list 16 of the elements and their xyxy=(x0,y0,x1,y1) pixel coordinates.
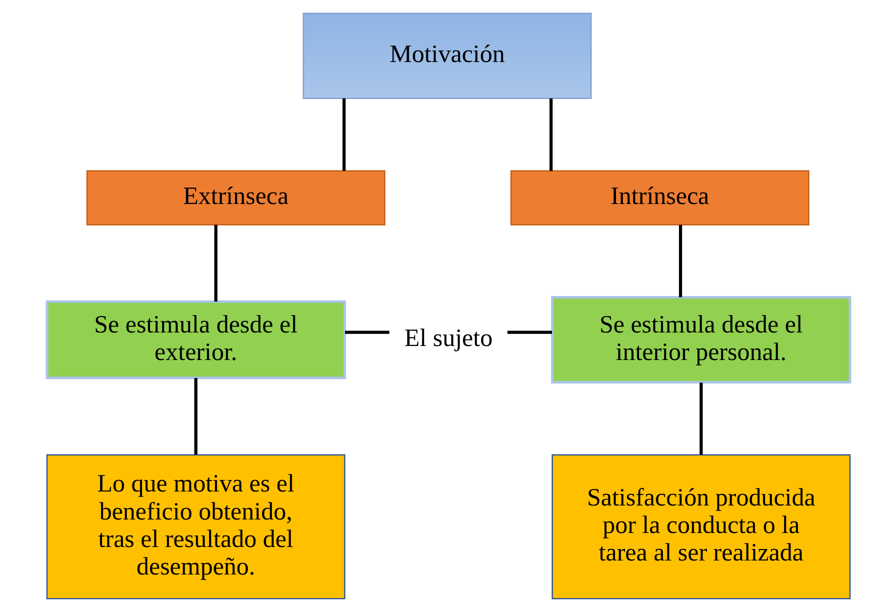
connector xyxy=(194,378,197,454)
node-box: Satisfacción producida por la conducta o la tarea al ser realizada xyxy=(551,454,850,600)
node-box: Se estimula desde el exterior. xyxy=(45,300,346,380)
node-text: El sujeto xyxy=(404,325,492,352)
node-box: Intrínseca xyxy=(510,170,809,226)
node-box: Se estimula desde el interior personal. xyxy=(550,296,851,384)
connector xyxy=(549,98,552,171)
node-box: Motivación xyxy=(302,12,592,99)
connector xyxy=(214,224,217,302)
connector xyxy=(342,98,346,171)
node-box: Extrínseca xyxy=(86,170,385,226)
connector xyxy=(678,224,682,298)
connector xyxy=(344,330,389,334)
connector xyxy=(506,330,552,334)
connector xyxy=(699,382,702,455)
node-box: Lo que motiva es el beneficio obtenido, tras el resultado del desempeño. xyxy=(46,454,345,600)
